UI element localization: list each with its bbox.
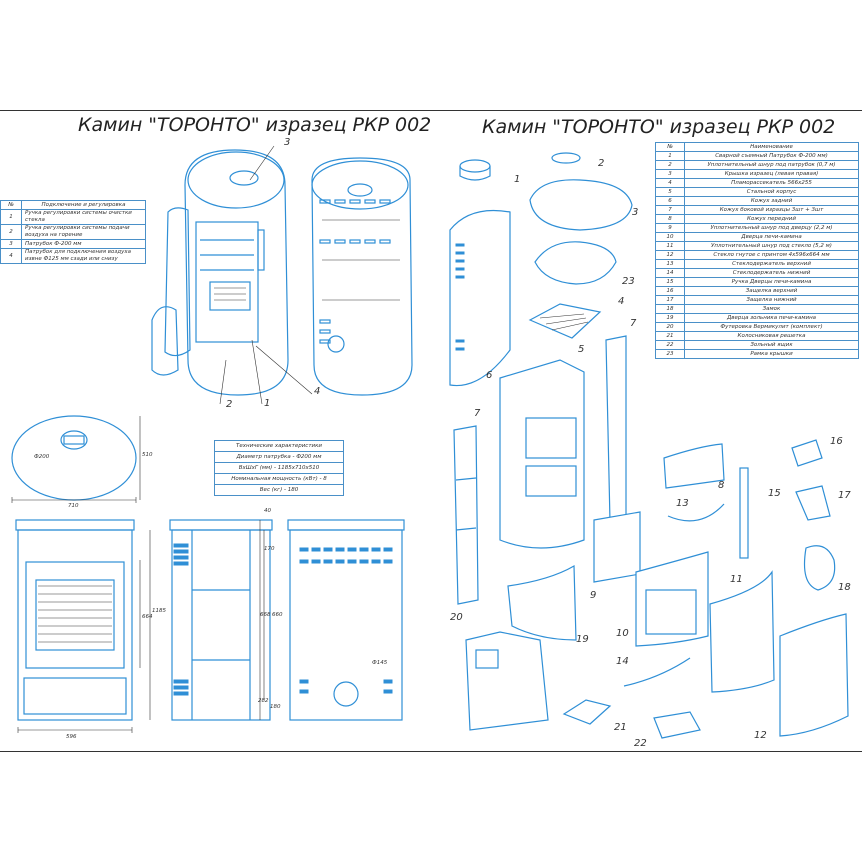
callout: 11 — [730, 574, 743, 585]
callout: 2 — [226, 399, 233, 410]
dim-back: 660 — [272, 612, 283, 618]
dim-height: 1185 — [152, 608, 166, 614]
back-view — [287, 519, 405, 721]
dim-back: 170 — [264, 546, 275, 552]
control-row-name: Ручка регулировки системы подачи воздуха… — [21, 224, 146, 240]
callout: 13 — [676, 498, 689, 509]
dim-front-width: 596 — [66, 734, 77, 740]
callout: 4 — [618, 296, 625, 307]
callout: 10 — [616, 628, 629, 639]
stove-open-view — [151, 149, 289, 396]
dim-door-height: 664 — [142, 614, 153, 620]
callout: 6 — [486, 370, 493, 381]
callout: 15 — [768, 488, 781, 499]
dim-back: 668 — [260, 612, 271, 618]
callout: 1 — [514, 174, 521, 185]
callout: 3 — [632, 207, 639, 218]
callout: 20 — [450, 612, 463, 623]
tech-row: Вес (кг) - 180 — [214, 484, 344, 496]
parts-row-name: Рамка крышки — [684, 349, 859, 359]
control-row-name: Патрубок для подключения воздуха извне Ф… — [21, 248, 146, 264]
stove-back-view — [311, 157, 413, 396]
callout: 17 — [838, 490, 851, 501]
front-view — [15, 519, 151, 733]
callout: 1 — [264, 398, 271, 409]
title-right: Камин "ТОРОНТО" изразец РКР 002 — [482, 116, 836, 138]
dim-top-width: 710 — [68, 503, 79, 509]
callout: 22 — [634, 738, 647, 749]
callout: 7 — [630, 318, 637, 329]
exploded-view — [449, 152, 849, 739]
tech-table: Технические характеристики Диаметр патру… — [214, 440, 344, 496]
callout: 14 — [616, 656, 629, 667]
callout: 5 — [578, 344, 585, 355]
dim-flue: Ф200 — [34, 454, 50, 460]
dim-back-dia: Ф145 — [372, 660, 388, 666]
callout: 23 — [622, 276, 635, 287]
side-view — [169, 519, 273, 721]
dim-back: 40 — [264, 508, 271, 514]
top-view — [11, 415, 141, 503]
callout: 19 — [576, 634, 589, 645]
dim-top-depth: 510 — [142, 452, 153, 458]
dim-back: 180 — [270, 704, 281, 710]
callout: 18 — [838, 582, 851, 593]
callout: 16 — [830, 436, 843, 447]
callout: 9 — [590, 590, 597, 601]
callout: 3 — [284, 137, 291, 148]
callout: 2 — [598, 158, 605, 169]
dim-back: 282 — [258, 698, 269, 704]
callout: 4 — [314, 386, 321, 397]
callout: 7 — [474, 408, 481, 419]
callout: 8 — [718, 480, 725, 491]
title-left: Камин "ТОРОНТО" изразец РКР 002 — [78, 114, 432, 136]
callout: 12 — [754, 730, 767, 741]
callout: 21 — [614, 722, 627, 733]
